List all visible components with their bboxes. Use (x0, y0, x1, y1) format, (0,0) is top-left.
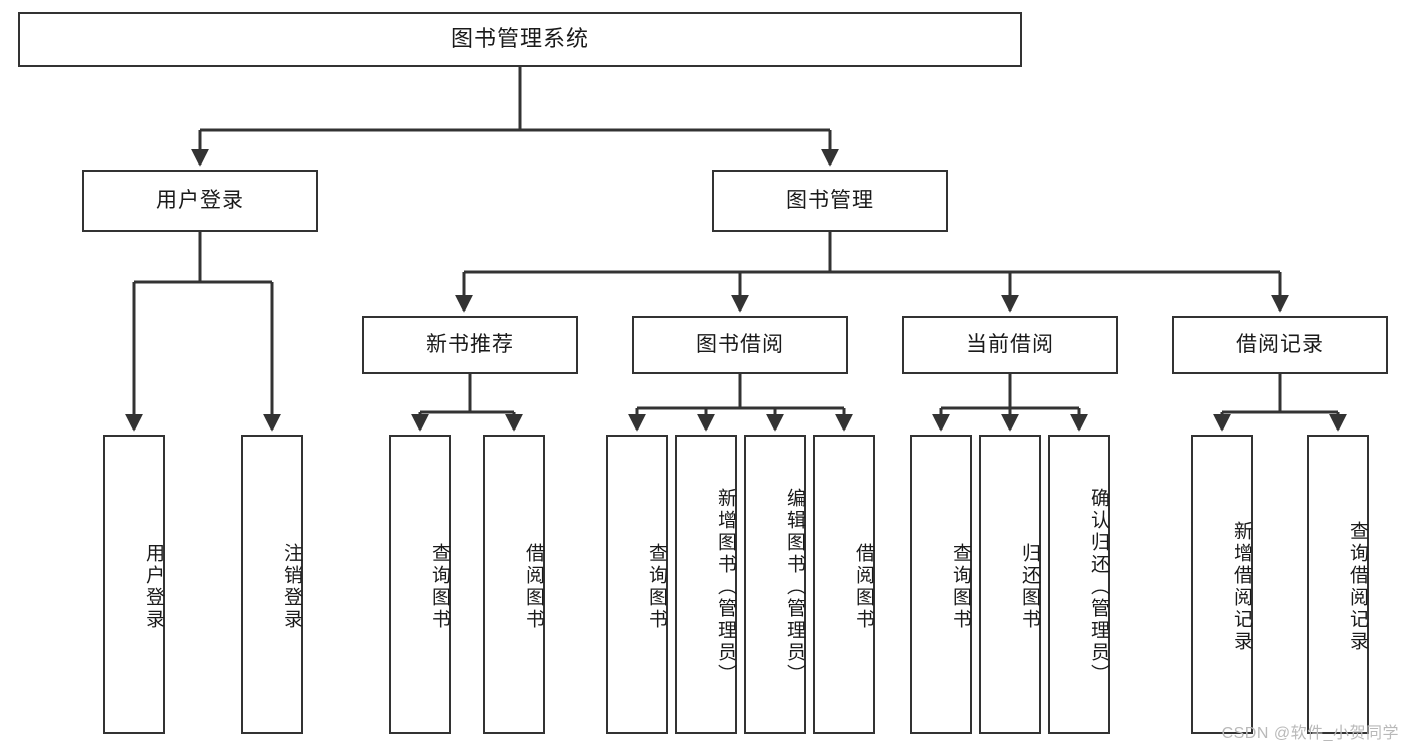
leaf-user-login-signin[interactable]: 用户登录 (103, 435, 165, 734)
node-root-book-management-system[interactable]: 图书管理系统 (18, 12, 1022, 67)
node-label: 借阅记录 (1236, 333, 1324, 357)
node-label: 用户登录 (143, 542, 164, 631)
leaf-user-login-signout[interactable]: 注销登录 (241, 435, 303, 734)
node-label: 图书借阅 (696, 333, 784, 357)
node-book-borrow[interactable]: 图书借阅 (632, 316, 848, 374)
leaf-new-book-query[interactable]: 查询图书 (389, 435, 451, 734)
node-label: 新书推荐 (426, 333, 514, 357)
node-current-borrow[interactable]: 当前借阅 (902, 316, 1118, 374)
node-label: 图书管理 (786, 189, 874, 213)
leaf-records-add-record[interactable]: 新增借阅记录 (1191, 435, 1253, 734)
leaf-borrow-borrow-book[interactable]: 借阅图书 (813, 435, 875, 734)
node-label: 借阅图书 (853, 542, 874, 631)
node-label: 新增借阅记录 (1231, 520, 1252, 653)
node-label: 归还图书 (1019, 542, 1040, 631)
leaf-current-confirm-return-admin[interactable]: 确认归还（管理员） (1048, 435, 1110, 734)
leaf-borrow-edit-book-admin[interactable]: 编辑图书（管理员） (744, 435, 806, 734)
node-new-book-recommend[interactable]: 新书推荐 (362, 316, 578, 374)
node-book-management[interactable]: 图书管理 (712, 170, 948, 232)
node-label: 新增图书（管理员） (715, 487, 736, 686)
csdn-watermark: CSDN @软件_小贺同学 (1221, 725, 1399, 742)
node-label: 当前借阅 (966, 333, 1054, 357)
node-label: 查询借阅记录 (1347, 520, 1368, 653)
leaf-current-return-book[interactable]: 归还图书 (979, 435, 1041, 734)
leaf-current-query-book[interactable]: 查询图书 (910, 435, 972, 734)
node-label: 确认归还（管理员） (1088, 487, 1109, 686)
node-label: 查询图书 (950, 542, 971, 631)
node-borrow-records[interactable]: 借阅记录 (1172, 316, 1388, 374)
node-label: 查询图书 (646, 542, 667, 631)
node-user-login[interactable]: 用户登录 (82, 170, 318, 232)
node-label: 图书管理系统 (450, 26, 589, 52)
leaf-records-query-record[interactable]: 查询借阅记录 (1307, 435, 1369, 734)
node-label: 查询图书 (429, 542, 450, 631)
node-label: 用户登录 (156, 189, 244, 213)
node-label: 注销登录 (281, 542, 302, 631)
leaf-borrow-query-book[interactable]: 查询图书 (606, 435, 668, 734)
node-label: 编辑图书（管理员） (784, 487, 805, 686)
node-label: 借阅图书 (523, 542, 544, 631)
leaf-new-book-borrow[interactable]: 借阅图书 (483, 435, 545, 734)
leaf-borrow-add-book-admin[interactable]: 新增图书（管理员） (675, 435, 737, 734)
